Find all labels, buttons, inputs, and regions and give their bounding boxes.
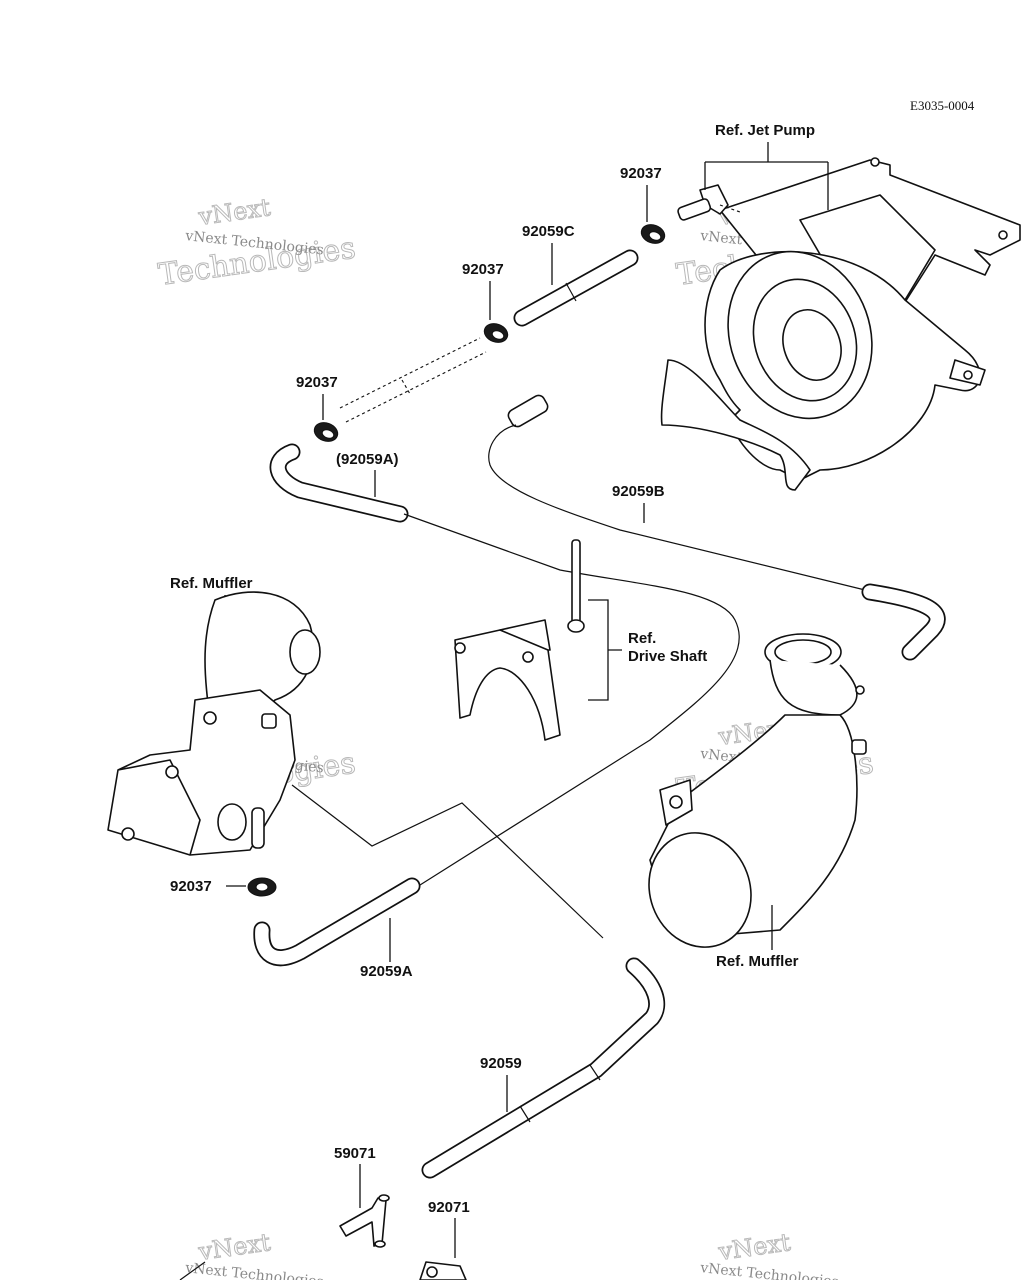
svg-text:vNext Technologies: vNext Technologies: [184, 1260, 325, 1280]
hose-92059: [421, 957, 666, 1179]
muffler-left: [107, 591, 321, 856]
hose-92059b: [488, 394, 946, 661]
ref-jet-pump-leader: [704, 142, 829, 210]
clamp-lower: [247, 877, 277, 897]
part-number-hose: 92059: [480, 1055, 522, 1072]
svg-text:vNext Technologies: vNext Technologies: [699, 1260, 840, 1280]
part-number-hose-b: 92059B: [612, 483, 665, 500]
svg-text:vNext: vNext: [716, 1228, 792, 1266]
part-number-clamp-lower: 92037: [170, 878, 212, 895]
valve-92071: [419, 1261, 467, 1280]
jet-pump-housing: [660, 157, 1021, 491]
part-number-clamp-upper-left: 92037: [296, 374, 338, 391]
hose-92059a-lower: [253, 877, 421, 967]
svg-text:vNext: vNext: [196, 193, 272, 231]
ref-jet-pump-label: Ref. Jet Pump: [715, 122, 815, 139]
watermark-bottom-right: vNext vNext Technologies: [699, 1228, 840, 1280]
part-number-fitting: 59071: [334, 1145, 376, 1162]
hose-phantom: [339, 337, 487, 423]
clamp-top: [640, 224, 666, 244]
partial-part-bottom-left: [179, 1261, 206, 1280]
part-number-hose-a: 92059A: [360, 963, 413, 980]
part-number-clamp-mid: 92037: [462, 261, 504, 278]
ref-muffler-right-label: Ref. Muffler: [716, 953, 799, 970]
fitting-59071: [339, 1194, 390, 1248]
muffler-right: [648, 633, 867, 948]
hose-92059a-upper: [269, 443, 409, 523]
drive-shaft-bracket: [454, 539, 585, 741]
svg-text:vNext: vNext: [196, 1228, 272, 1266]
part-number-hose-a-paren: (92059A): [336, 451, 399, 468]
watermark-upper-left: vNext Technologies vNext Technologies: [156, 193, 358, 294]
ref-drive-shaft-label-line1: Ref.: [628, 630, 656, 647]
part-number-clamp-top: 92037: [620, 165, 662, 182]
part-number-hose-c: 92059C: [522, 223, 575, 240]
ref-drive-shaft-label-line2: Drive Shaft: [628, 648, 707, 665]
clamp-mid: [483, 323, 509, 343]
clamp-upper-left: [313, 422, 339, 442]
watermark-bottom-left: vNext vNext Technologies: [184, 1228, 325, 1280]
part-number-valve: 92071: [428, 1199, 470, 1216]
hose-92059c: [513, 249, 639, 327]
diagram-code: E3035-0004: [910, 98, 975, 113]
ref-muffler-left-label: Ref. Muffler: [170, 575, 253, 592]
